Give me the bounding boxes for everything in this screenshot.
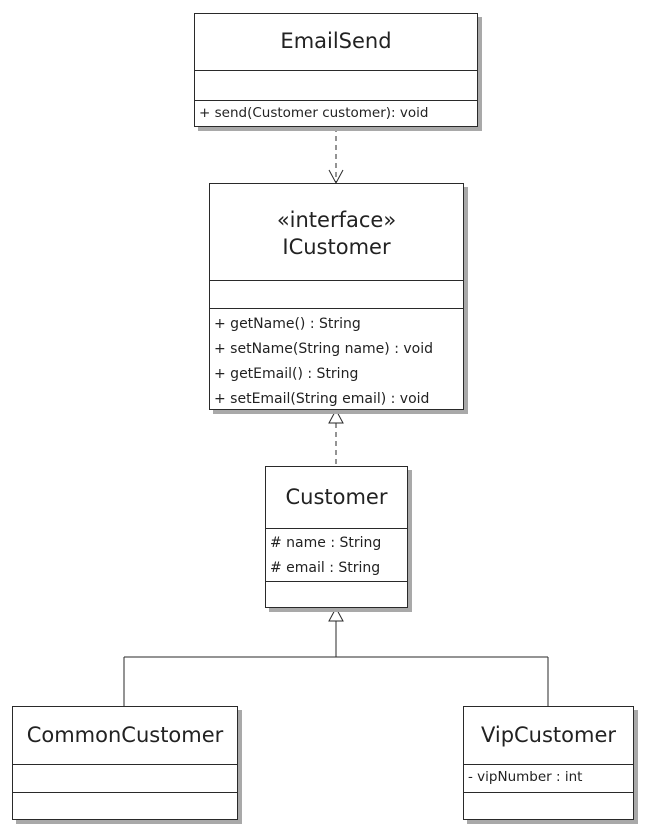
operations-section: + send(Customer customer): void bbox=[195, 101, 477, 123]
class-name: ICustomer bbox=[282, 235, 391, 259]
class-name: Customer bbox=[285, 484, 388, 509]
generalization-hollow-triangle bbox=[328, 606, 344, 622]
operations-section bbox=[13, 793, 237, 796]
attributes-section: - vipNumber : int bbox=[464, 765, 633, 793]
attributes-section bbox=[195, 71, 477, 101]
class-commoncustomer: CommonCustomer bbox=[12, 706, 238, 820]
attributes-section bbox=[13, 765, 237, 793]
attribute: - vipNumber : int bbox=[468, 769, 583, 785]
operation: + send(Customer customer): void bbox=[199, 105, 429, 121]
operation: + getEmail() : String bbox=[214, 366, 359, 382]
attributes-section: # name : String # email : String bbox=[266, 529, 407, 582]
class-customer: Customer # name : String # email : Strin… bbox=[265, 466, 408, 608]
class-header: Customer bbox=[266, 467, 407, 529]
operation: + setName(String name) : void bbox=[214, 341, 433, 357]
class-name: VipCustomer bbox=[480, 722, 617, 747]
class-name: CommonCustomer bbox=[26, 722, 224, 747]
class-icustomer: «interface» ICustomer + getName() : Stri… bbox=[209, 183, 464, 410]
class-stereotype: «interface» bbox=[276, 207, 397, 232]
attributes-section bbox=[210, 281, 463, 309]
operation: + getName() : String bbox=[214, 316, 361, 332]
class-emailsend: EmailSend + send(Customer customer): voi… bbox=[194, 13, 478, 127]
class-header: «interface» ICustomer bbox=[210, 184, 463, 281]
realization-hollow-triangle bbox=[328, 408, 344, 424]
attribute: # email : String bbox=[270, 560, 381, 576]
operation: + setEmail(String email) : void bbox=[214, 391, 430, 407]
operations-section: + getName() : String + setName(String na… bbox=[210, 309, 463, 412]
class-header: EmailSend bbox=[195, 14, 477, 71]
class-header: CommonCustomer bbox=[13, 707, 237, 765]
class-name: EmailSend bbox=[280, 29, 392, 54]
operations-section bbox=[266, 582, 407, 585]
attribute: # name : String bbox=[270, 535, 382, 551]
class-vipcustomer: VipCustomer - vipNumber : int bbox=[463, 706, 634, 820]
class-header: VipCustomer bbox=[464, 707, 633, 765]
operations-section bbox=[464, 793, 633, 796]
